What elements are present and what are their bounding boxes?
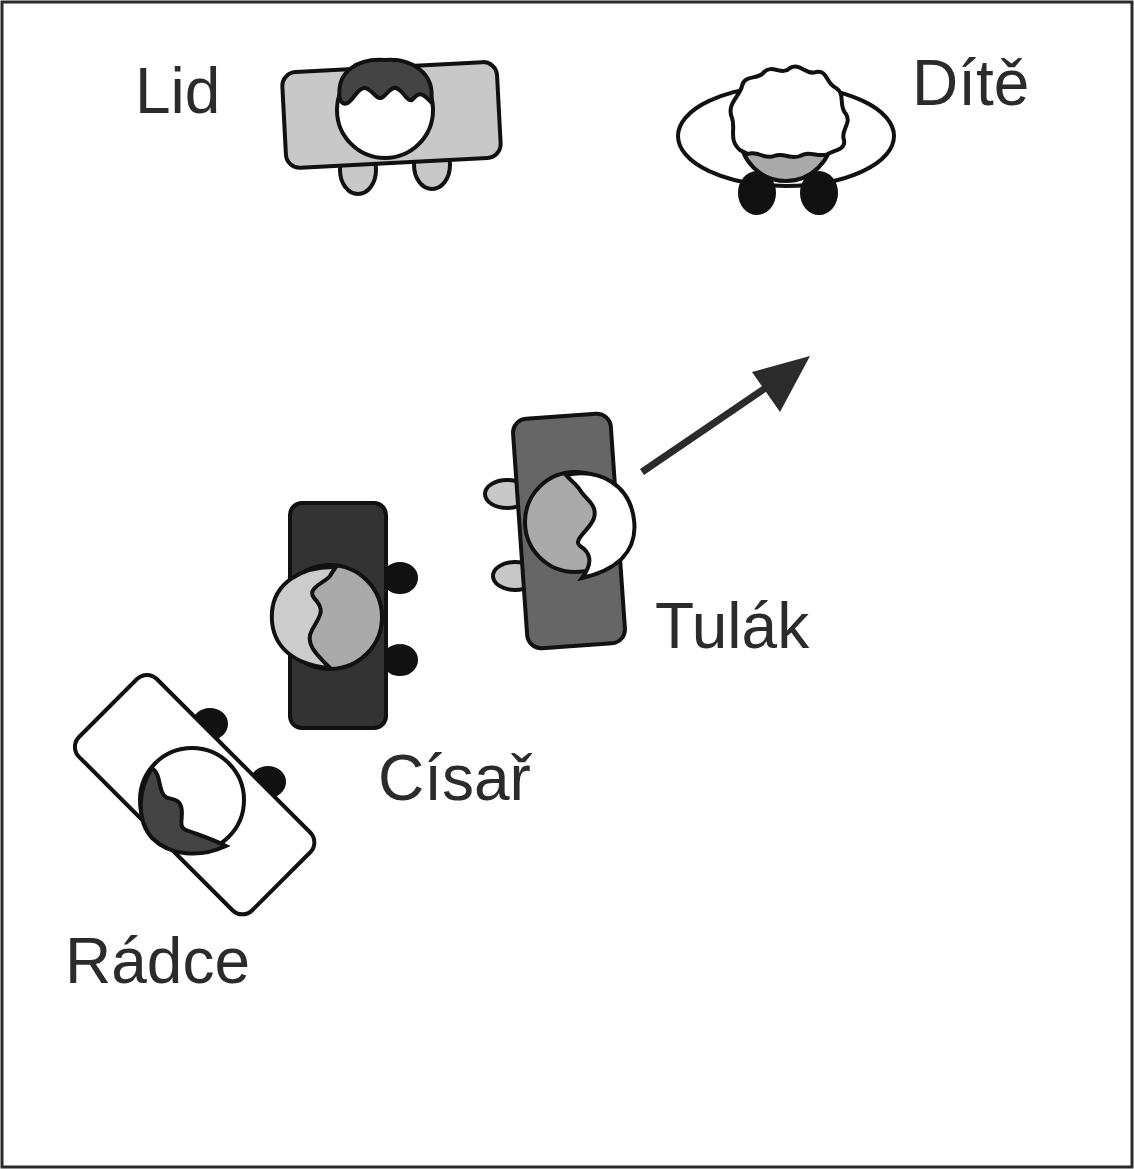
foot [384, 646, 416, 674]
foot [802, 173, 836, 213]
figure-cisar [272, 503, 416, 728]
figure-name: Tulák [655, 594, 809, 658]
figure-tulak [485, 413, 634, 649]
hair [141, 768, 226, 854]
body [69, 669, 320, 920]
figure-name: Rádce [65, 929, 250, 993]
hair [731, 66, 848, 157]
figure-name: Lid [135, 59, 220, 123]
arrow-shaft [642, 378, 780, 472]
hair [339, 60, 431, 104]
hair [272, 567, 336, 668]
figure-name: Dítě [912, 51, 1029, 115]
figure-name: Císař [378, 746, 531, 810]
arrow-head [752, 356, 810, 412]
foot [384, 564, 416, 592]
hair [566, 473, 634, 578]
figure-lid [282, 60, 502, 194]
figure-dite [678, 66, 894, 213]
figure-radce [69, 669, 320, 920]
movement-arrow [642, 356, 810, 472]
